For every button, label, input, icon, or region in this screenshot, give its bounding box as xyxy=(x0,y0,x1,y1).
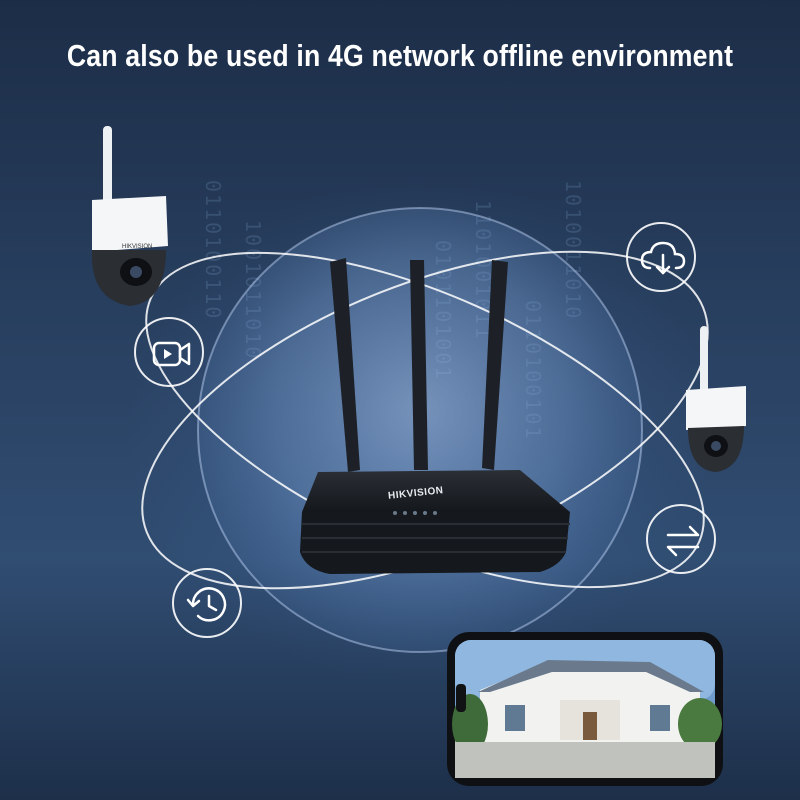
cloud-download-icon-badge xyxy=(626,222,696,292)
smartphone xyxy=(447,632,723,786)
binary-backdrop-left: 0110100110 xyxy=(201,180,225,321)
video-icon-badge xyxy=(134,317,204,387)
history-icon xyxy=(186,587,227,622)
headline: Can also be used in 4G network offline e… xyxy=(66,38,734,73)
ptz-camera-left: HIKVISION xyxy=(91,126,168,306)
cloud-download-icon xyxy=(640,241,686,275)
router-body xyxy=(300,470,570,574)
transfer-arrows-icon-badge xyxy=(646,504,716,574)
router-antennas xyxy=(330,258,508,472)
ptz-camera-right xyxy=(686,326,746,472)
svg-text:HIKVISION: HIKVISION xyxy=(122,244,152,250)
history-icon-badge xyxy=(172,568,242,638)
transfer-arrows-icon xyxy=(666,525,700,557)
video-icon xyxy=(152,341,191,367)
